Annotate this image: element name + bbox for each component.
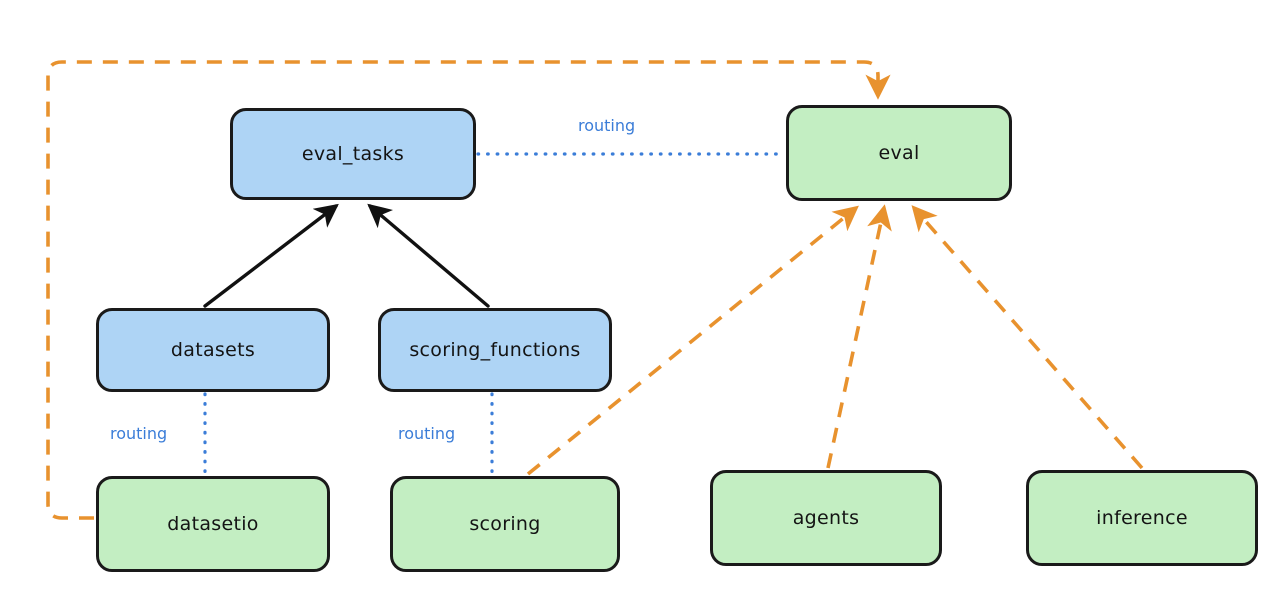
node-scoring-functions[interactable]: scoring_functions (378, 308, 612, 392)
node-datasets[interactable]: datasets (96, 308, 330, 392)
node-label: eval_tasks (301, 143, 405, 165)
edge-inference-to-eval (911, 205, 1144, 470)
node-inference[interactable]: inference (1026, 470, 1258, 566)
node-label: agents (792, 507, 860, 529)
node-label: eval (878, 142, 920, 164)
edge-agents-to-eval (826, 204, 892, 469)
edge-label-routing-scoring-functions-scoring: routing (398, 424, 456, 443)
node-eval-tasks[interactable]: eval_tasks (230, 108, 476, 200)
node-label: scoring (469, 513, 541, 535)
edge-label-routing-datasets-datasetio: routing (110, 424, 168, 443)
node-label: inference (1096, 507, 1188, 529)
node-label: datasetio (167, 513, 259, 535)
node-eval[interactable]: eval (786, 105, 1012, 201)
edge-scoring-to-eval (526, 205, 859, 476)
node-agents[interactable]: agents (710, 470, 942, 566)
edge-datasets-to-eval_tasks (203, 203, 339, 308)
edge-label-routing-eval-tasks-eval: routing (578, 116, 636, 135)
node-datasetio[interactable]: datasetio (96, 476, 330, 572)
node-label: scoring_functions (409, 339, 581, 361)
node-scoring[interactable]: scoring (390, 476, 620, 572)
edge-scoring_functions-to-eval_tasks (367, 203, 490, 308)
node-label: datasets (170, 339, 256, 361)
